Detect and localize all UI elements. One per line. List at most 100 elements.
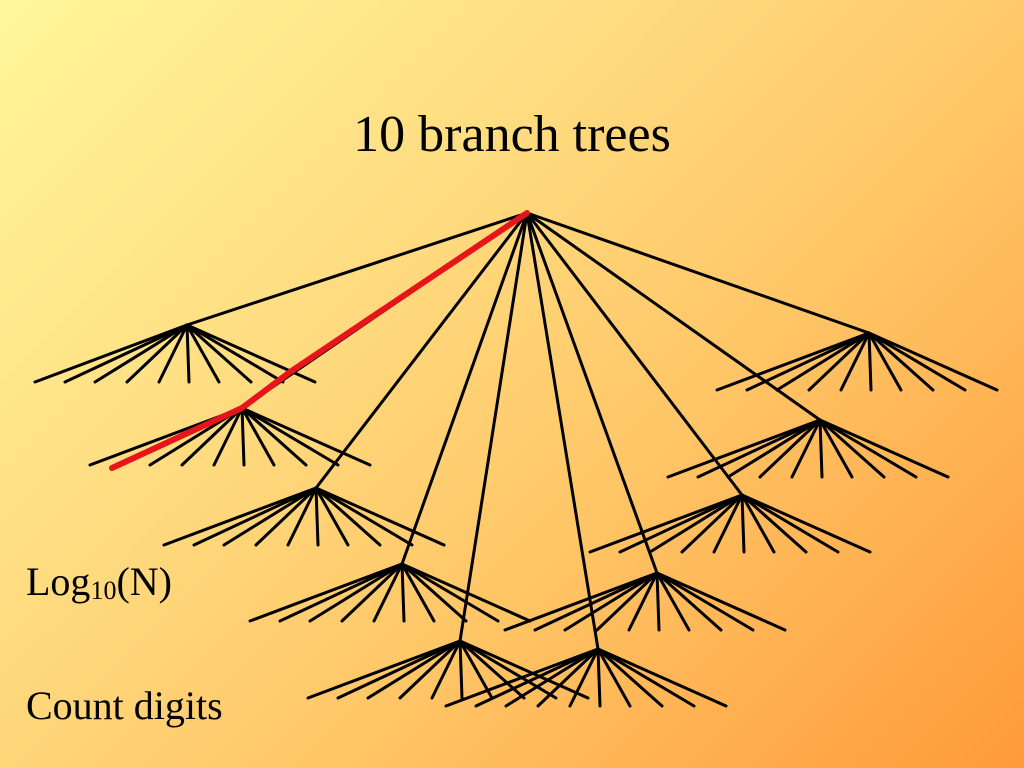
tree-edge-level1 (525, 211, 659, 575)
tree-edge-level2 (400, 562, 532, 623)
tree-edge-level2 (740, 493, 872, 554)
tree-edge-level1 (314, 211, 529, 490)
tree-edge-level1 (525, 211, 871, 335)
tree-edge-level1 (525, 211, 822, 422)
tree-edge-level2 (745, 331, 871, 392)
tree-edge-level2 (308, 562, 404, 623)
tree-edge-level2 (596, 647, 632, 708)
tree-edge-level2 (867, 331, 873, 392)
tree-edge-level2 (336, 639, 462, 700)
highlight-edge (109, 405, 245, 471)
tree-edge-level2 (400, 562, 500, 623)
count-digits-label: Count digits (26, 683, 223, 728)
tree-edge-level2 (867, 331, 999, 392)
tree-edge-level2 (314, 486, 414, 547)
tree-edge-level2 (400, 562, 436, 623)
tree-edge-level2 (314, 486, 320, 547)
tree-edge-level2 (185, 323, 285, 384)
tree-edge-level2 (818, 418, 854, 479)
tree-edge-level2 (740, 493, 776, 554)
tree-edge-level2 (563, 571, 659, 632)
tree-edge-level2 (240, 406, 308, 467)
tree-edge-level2 (212, 406, 244, 467)
tree-edge-level2 (63, 323, 189, 384)
tree-edge-level1 (525, 211, 600, 651)
tree-edge-level2 (666, 418, 822, 479)
tree-edge-level1 (400, 211, 529, 566)
tree-edge-level1 (458, 211, 529, 643)
tree-edge-level2 (33, 323, 189, 384)
tree-edge-level2 (400, 562, 406, 623)
tree-edge-level2 (222, 486, 318, 547)
tree-edge-level2 (192, 486, 318, 547)
tree-edge-level2 (125, 323, 189, 384)
tree-edge-level2 (504, 647, 600, 708)
tree-edge-level2 (655, 571, 787, 632)
tree-edge-level2 (503, 571, 659, 632)
tree-edge-level2 (867, 331, 903, 392)
tree-edge-level2 (680, 493, 744, 554)
tree-edge-level2 (818, 418, 950, 479)
highlight-edge (287, 210, 530, 375)
tree-edge-level2 (185, 323, 221, 384)
tree-edge-level2 (740, 493, 840, 554)
tree-edge-level2 (588, 493, 744, 554)
tree-edge-level2 (180, 406, 244, 467)
tree-edge-level2 (818, 418, 824, 479)
tree-edge-level2 (627, 571, 659, 632)
tree-edge-level2 (712, 493, 744, 554)
tree-edge-level2 (775, 331, 871, 392)
tree-edge-level2 (185, 323, 253, 384)
tree-edge-level2 (458, 639, 494, 700)
tree-edge-level2 (655, 571, 691, 632)
tree-edge-level2 (533, 571, 659, 632)
tree-edge-level2 (314, 486, 382, 547)
tree-edge-level2 (400, 562, 468, 623)
tree-edge-level2 (867, 331, 935, 392)
tree-edge-level2 (648, 493, 744, 554)
tree-edge-level2 (254, 486, 318, 547)
tree-edge-level2 (372, 562, 404, 623)
tree-edge-level2 (596, 647, 696, 708)
tree-edge-level2 (458, 639, 590, 700)
tree-edge-level2 (740, 493, 808, 554)
tree-edge-level2 (595, 571, 659, 632)
tree-edge-level2 (286, 486, 318, 547)
tree-edge-level2 (306, 639, 462, 700)
tree-edge-level2 (818, 418, 918, 479)
tree-edge-level2 (839, 331, 871, 392)
tree-edge-level2 (314, 486, 446, 547)
tree-edge-level2 (240, 406, 340, 467)
tree-edge-level2 (458, 639, 464, 700)
tree-edge-level2 (157, 323, 189, 384)
tree-edge-level2 (185, 323, 317, 384)
tree-edge-level2 (240, 406, 372, 467)
tree-edge-level2 (655, 571, 723, 632)
tree-edge-level2 (366, 639, 462, 700)
tree-edge-level2 (248, 562, 404, 623)
tree-edge-level2 (790, 418, 822, 479)
tree-edge-level2 (807, 331, 871, 392)
tree-edge-level2 (867, 331, 967, 392)
tree-edge-level1 (525, 211, 744, 497)
tree-edge-level2 (474, 647, 600, 708)
tree-edge-level2 (340, 562, 404, 623)
tree-edges (33, 211, 999, 708)
tree-edge-level2 (162, 486, 318, 547)
tree-edge-level1 (185, 211, 529, 327)
tree-edge-level2 (618, 493, 744, 554)
tree-edge-level2 (596, 647, 728, 708)
tree-edge-level2 (818, 418, 886, 479)
tree-edge-level2 (568, 647, 600, 708)
tree-edge-level2 (458, 639, 558, 700)
tree-edge-level2 (398, 639, 462, 700)
tree-edge-level2 (536, 647, 600, 708)
tree-edge-level2 (726, 418, 822, 479)
tree-edge-level2 (430, 639, 462, 700)
tree-edge-level2 (93, 323, 189, 384)
tree-edge-level2 (185, 323, 191, 384)
tree-edge-level2 (655, 571, 661, 632)
tree-edge-level2 (715, 331, 871, 392)
